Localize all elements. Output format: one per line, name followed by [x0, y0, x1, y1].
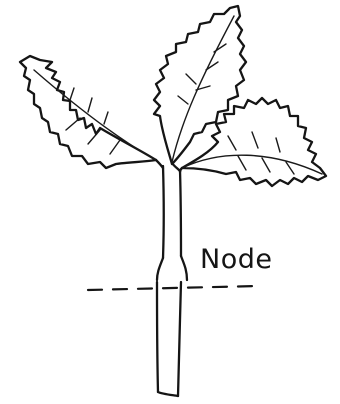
left-leaf — [20, 56, 156, 168]
leaf-junction — [156, 160, 182, 172]
node-label-group: Node — [200, 244, 272, 275]
node-label: Node — [200, 244, 272, 275]
stem — [157, 166, 187, 396]
cut-line — [88, 286, 258, 290]
